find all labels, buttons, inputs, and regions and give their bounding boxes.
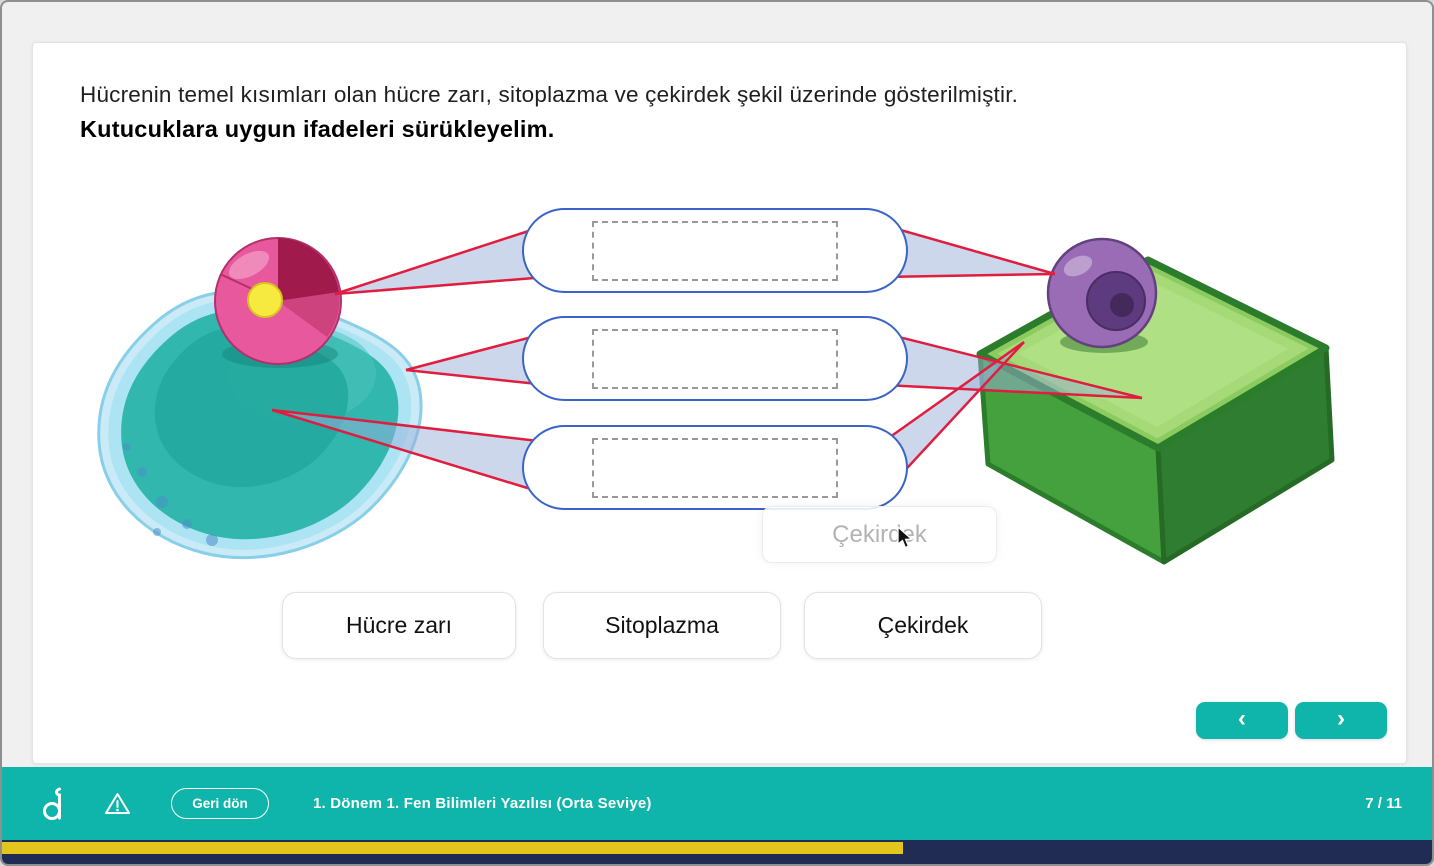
next-question-button[interactable]: › [1295,702,1387,739]
report-warning-icon[interactable] [104,791,131,816]
drop-zone-3-target [592,437,838,498]
progress-track [2,840,1432,864]
drop-zone-3[interactable] [522,425,908,510]
question-instruction: Kutucuklara uygun ifadeleri sürükleyelim… [80,116,555,142]
chevron-left-icon: ‹ [1238,704,1246,732]
back-button[interactable]: Geri dön [171,788,269,819]
progress-fill [2,842,903,854]
dragged-chip-cekirdek[interactable]: Çekirdek [762,506,997,563]
drop-zone-1-target [592,220,838,281]
chevron-right-icon: › [1337,704,1345,732]
drop-zone-2[interactable] [522,316,908,401]
drag-chip-cekirdek[interactable]: Çekirdek [804,592,1042,659]
exam-title: 1. Dönem 1. Fen Bilimleri Yazılısı (Orta… [313,795,652,812]
drag-chip-hucre-zari[interactable]: Hücre zarı [282,592,516,659]
app-logo-icon[interactable] [42,786,68,822]
drop-zone-2-target [592,328,838,389]
drag-chip-sitoplazma[interactable]: Sitoplazma [543,592,781,659]
question-text: Hücrenin temel kısımları olan hücre zarı… [80,82,1019,107]
mouse-cursor-icon [897,526,914,549]
prev-question-button[interactable]: ‹ [1196,702,1288,739]
footer-bar: Geri dön 1. Dönem 1. Fen Bilimleri Yazıl… [2,767,1432,840]
page-indicator: 7 / 11 [1365,795,1402,812]
drop-zone-1[interactable] [522,208,908,293]
